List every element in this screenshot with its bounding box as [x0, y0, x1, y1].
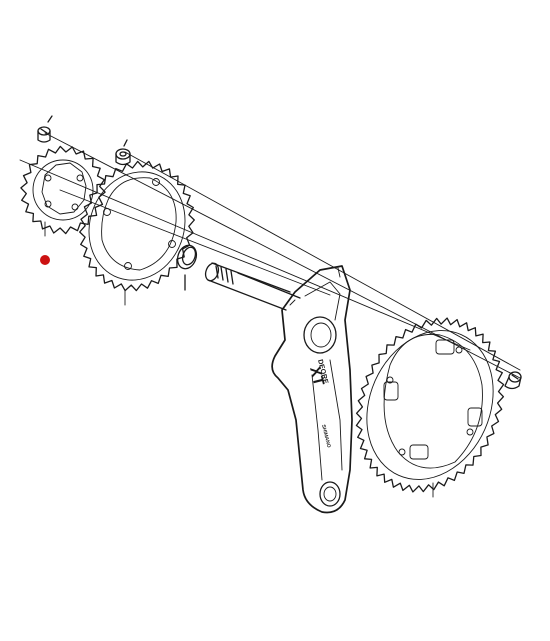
large-chainring — [355, 317, 505, 498]
crank-spindle — [204, 262, 301, 311]
middle-chainring — [79, 160, 195, 306]
part-marker-dot — [40, 255, 50, 265]
guide-line-upper — [124, 151, 521, 371]
crank-maker: SHIMANO — [320, 424, 332, 448]
chainring-bolt-nut — [115, 139, 131, 166]
spacer-ring — [176, 244, 198, 291]
crank-arm: DEORE XT SHIMANO — [271, 265, 353, 514]
guide-line-middle — [19, 159, 471, 351]
guide-line-top — [44, 132, 521, 379]
assembly-guide-lines — [19, 132, 521, 379]
chainring-bolt-small — [37, 115, 53, 143]
chainring-bolt-large — [504, 371, 522, 390]
small-chainring — [20, 145, 106, 237]
crank-brand-line2: XT — [306, 365, 327, 388]
